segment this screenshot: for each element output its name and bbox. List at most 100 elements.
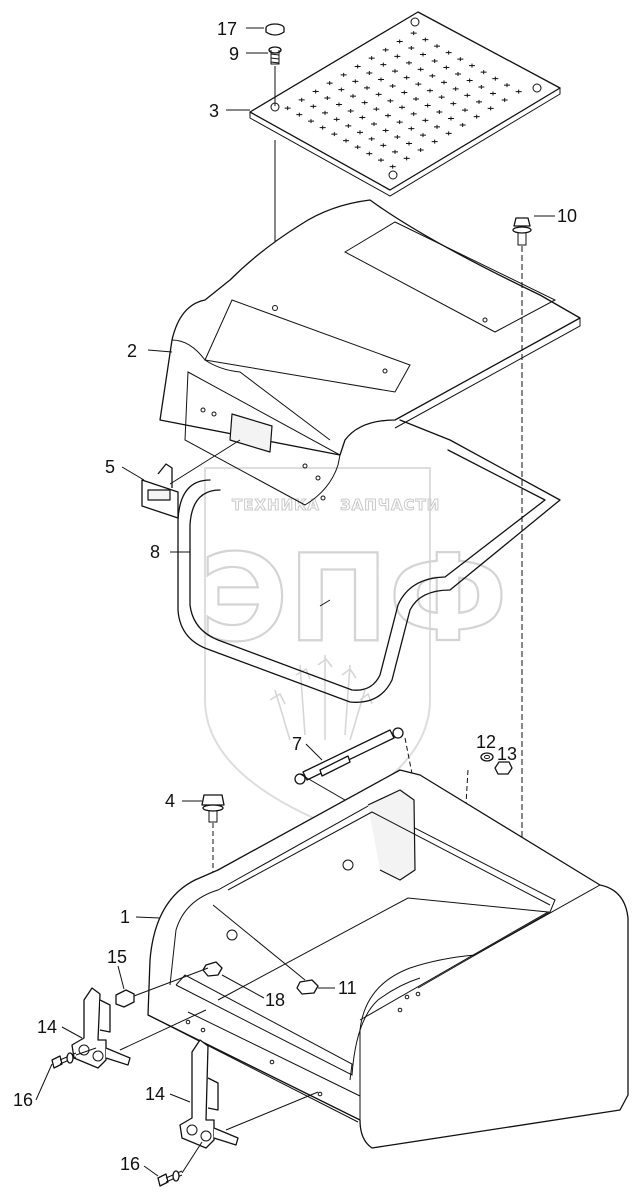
perforation-hole [406, 141, 412, 146]
perforation-hole [322, 110, 328, 115]
part-7-gas-strut [294, 727, 404, 785]
part-15-pin [115, 989, 135, 1008]
perforation-hole [352, 79, 359, 84]
perforation-hole [298, 97, 305, 102]
perforation-hole [319, 125, 326, 130]
perforation-hole [515, 89, 522, 94]
callout-8: 8 [150, 542, 160, 562]
perforation-hole [410, 31, 417, 36]
perforation-hole [385, 113, 391, 118]
perforation-hole [443, 65, 450, 70]
perforation-hole [406, 60, 412, 65]
perforation-hole [403, 75, 410, 80]
perforation-hole [354, 145, 361, 150]
perforation-hole [413, 97, 419, 101]
perforation-hole [361, 100, 368, 105]
perforation-hole [462, 108, 468, 113]
perforation-hole [455, 72, 461, 76]
callout-2: 2 [127, 341, 137, 361]
perforation-hole [396, 120, 403, 125]
perforation-hole [431, 59, 438, 63]
callout-12: 12 [476, 732, 496, 752]
perforation-hole [480, 70, 487, 75]
perforation-hole [408, 126, 415, 131]
perforation-hole [354, 64, 361, 69]
perforation-hole [399, 105, 405, 110]
callout-18: 18 [265, 990, 285, 1010]
perforation-hole [382, 47, 389, 52]
perforation-hole [457, 57, 464, 62]
perforation-hole [392, 149, 398, 154]
perforation-hole [331, 132, 338, 137]
perforation-hole [450, 101, 457, 106]
part-11-nut [296, 979, 319, 995]
perforation-hole [350, 94, 356, 99]
perforation-hole [415, 82, 422, 87]
part-8-tube-frame [177, 419, 561, 703]
perforation-hole [296, 112, 303, 117]
perforation-hole [375, 92, 382, 97]
perforation-hole [501, 98, 508, 102]
part-14-hinge-right [179, 1039, 239, 1149]
perforation-hole [417, 67, 424, 72]
perforation-hole [378, 158, 384, 163]
perforation-hole [452, 86, 459, 91]
perforation-hole [394, 54, 401, 59]
perforation-hole [434, 44, 440, 49]
callout-1: 1 [120, 907, 130, 927]
perforation-hole [464, 93, 471, 98]
part-9-screw [268, 46, 282, 65]
perforation-hole [422, 37, 429, 42]
callout-14-right: 14 [145, 1084, 165, 1104]
perforation-hole [324, 96, 331, 100]
perforation-hole [333, 117, 340, 122]
perforation-hole [380, 143, 387, 148]
callout-14-left: 14 [37, 1017, 57, 1037]
part-10-bolt [512, 217, 532, 246]
perforation-hole [366, 71, 373, 75]
part-17-cap [265, 23, 285, 36]
perforation-hole [469, 63, 475, 68]
perforation-hole [473, 114, 480, 119]
perforation-hole [336, 102, 342, 107]
watermark-wheat-icon [269, 655, 373, 741]
perforation-hole [389, 164, 396, 169]
perforation-hole [466, 78, 473, 83]
part-13-nut [494, 761, 513, 775]
perforation-hole [364, 85, 370, 90]
perforation-hole [396, 39, 403, 44]
perforation-hole [424, 103, 431, 108]
part-16-screw-right [157, 1170, 183, 1187]
part-12-washer [480, 752, 494, 762]
perforation-hole [394, 135, 401, 139]
part-16-screw-left [51, 1052, 77, 1069]
perforation-hole [284, 106, 291, 111]
perforation-hole [310, 104, 317, 109]
perforation-hole [368, 56, 375, 61]
perforation-hole [438, 95, 445, 100]
part-2-hood-cover [159, 199, 581, 506]
perforation-hole [366, 151, 373, 156]
perforation-hole [312, 89, 319, 94]
callout-11: 11 [338, 978, 357, 998]
perforation-hole [492, 76, 499, 81]
part-14-hinge-left [71, 987, 131, 1069]
perforation-hole [445, 131, 452, 136]
perforation-hole [382, 128, 389, 133]
watermark: ТЕХНИКА ЗАПЧАСТИ ЭПФ [199, 467, 509, 822]
perforation-hole [408, 46, 415, 50]
perforation-pattern [284, 31, 522, 169]
watermark-line2: ЗАПЧАСТИ [340, 496, 440, 514]
callout-13: 13 [497, 744, 517, 764]
callout-17: 17 [217, 19, 237, 39]
perforation-hole [420, 52, 426, 57]
perforation-hole [359, 115, 366, 120]
perforation-hole [380, 62, 387, 67]
perforation-hole [429, 73, 436, 78]
part-4-bolt [201, 794, 225, 823]
perforation-hole [487, 106, 494, 111]
perforation-hole [417, 148, 424, 152]
perforation-hole [422, 118, 429, 123]
perforation-hole [326, 81, 333, 86]
